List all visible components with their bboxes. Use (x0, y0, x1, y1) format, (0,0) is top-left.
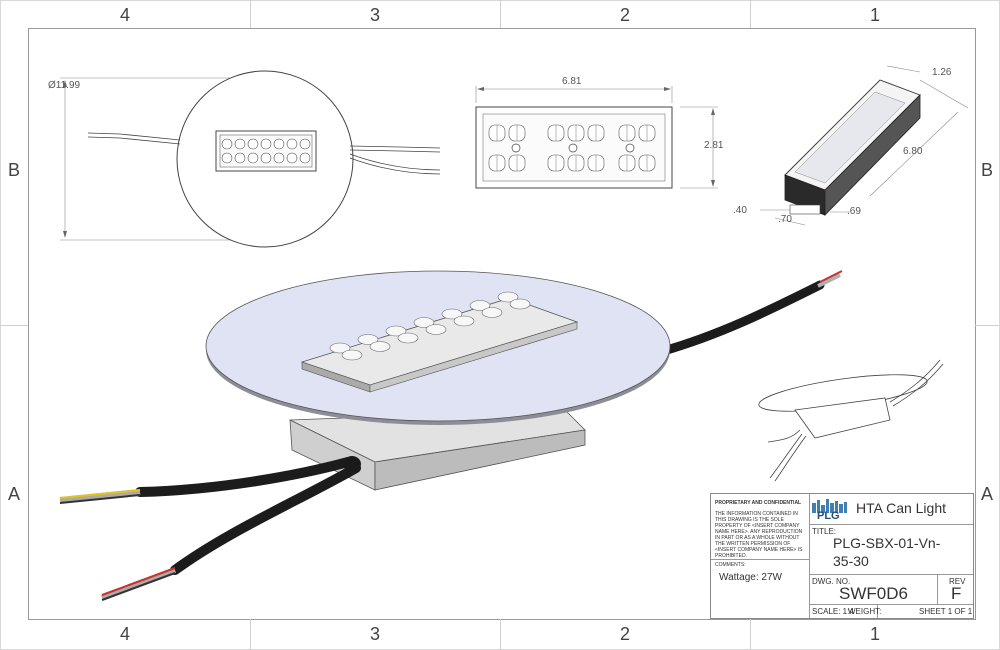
led-lens (260, 138, 272, 150)
zone-label-left: A (7, 484, 20, 504)
dim-driver-left: .40 (733, 205, 747, 216)
led-lens (385, 325, 407, 337)
drawing-title-line1: PLG-SBX-01-Vn- (833, 535, 941, 551)
led-lens (299, 138, 311, 150)
dim-driver-mid: .70 (778, 214, 792, 225)
zone-divider (750, 0, 751, 28)
rev-label: REV (949, 577, 966, 586)
dim-plate-width: 6.81 (562, 76, 582, 87)
led-lens (397, 332, 419, 344)
plg-logo: PLG (811, 497, 851, 522)
top-view-leds (221, 138, 311, 164)
zone-label-right: A (980, 484, 993, 504)
scale: SCALE: 1:4 (812, 607, 854, 616)
main-iso-leds (329, 291, 531, 361)
dwg-no: SWF0D6 (839, 584, 908, 603)
zone-divider (500, 619, 501, 649)
led-lens (221, 138, 233, 150)
rev-value: F (951, 584, 962, 603)
zone-label-right: B (980, 160, 993, 180)
led-lens (481, 307, 503, 318)
sheet-inner-border (28, 28, 976, 620)
company-name: HTA Can Light (856, 500, 947, 516)
led-lens (369, 341, 391, 352)
zone-divider (500, 0, 501, 28)
zone-label-top: 3 (369, 5, 380, 25)
plate-mount-hole (511, 143, 521, 153)
led-lens (509, 298, 531, 310)
plate-front-leds (488, 124, 656, 172)
led-lens (260, 152, 272, 164)
comments-label: COMMENTS: (715, 562, 746, 568)
led-lens (286, 138, 298, 150)
zone-label-bottom: 4 (119, 624, 130, 644)
zone-label-bottom: 2 (619, 624, 630, 644)
plate-mount-hole (625, 143, 635, 153)
zone-divider (250, 0, 251, 28)
led-lens (425, 324, 447, 335)
plate-mount-hole (568, 143, 578, 153)
driver-iso-view (760, 65, 969, 226)
led-lens (497, 291, 519, 303)
dwg-no-label: DWG. NO. (812, 577, 851, 586)
zone-divider (250, 619, 251, 649)
main-iso-view (59, 270, 843, 601)
led-lens (299, 152, 311, 164)
zone-label-top: 4 (119, 5, 130, 25)
led-lens (357, 334, 379, 345)
led-lens (441, 308, 463, 320)
zone-label-left: B (7, 160, 20, 180)
led-lens (234, 152, 246, 164)
proprietary-text: THE INFORMATION CONTAINED IN THIS DRAWIN… (715, 511, 803, 559)
dim-plate-height: 2.81 (704, 140, 724, 151)
dim-driver-right: .69 (847, 206, 861, 217)
dim-driver-length: 6.80 (903, 146, 923, 157)
weight-label: WEIGHT: (848, 607, 882, 616)
zone-label-bottom: 3 (369, 624, 380, 644)
zone-divider (750, 619, 751, 649)
comments-value: Wattage: 27W (719, 572, 782, 583)
zone-label-top: 2 (619, 5, 630, 25)
title-block: PROPRIETARY AND CONFIDENTIAL THE INFORMA… (710, 493, 974, 619)
proprietary-heading: PROPRIETARY AND CONFIDENTIAL (715, 500, 802, 506)
zone-divider (975, 325, 999, 326)
small-iso-view (758, 359, 944, 482)
led-lens (247, 138, 259, 150)
led-lens (273, 138, 285, 150)
led-lens (469, 300, 491, 311)
dim-driver-width: 1.26 (932, 67, 952, 78)
led-lens (247, 152, 259, 164)
led-lens (453, 315, 475, 327)
drawing-title-line2: 35-30 (833, 553, 869, 569)
led-lens (221, 152, 233, 164)
led-lens (273, 152, 285, 164)
zone-label-top: 1 (869, 5, 880, 25)
title-label: TITLE: (812, 527, 837, 536)
dim-diameter: Ø11.99 (48, 80, 81, 91)
zone-divider (0, 325, 28, 326)
zone-label-bottom: 1 (869, 624, 880, 644)
sheet-number: SHEET 1 OF 1 (919, 607, 973, 616)
logo-text: PLG (817, 510, 840, 522)
led-lens (341, 349, 363, 361)
led-lens (234, 138, 246, 150)
led-lens (286, 152, 298, 164)
led-lens (413, 317, 435, 328)
led-lens (329, 342, 351, 354)
